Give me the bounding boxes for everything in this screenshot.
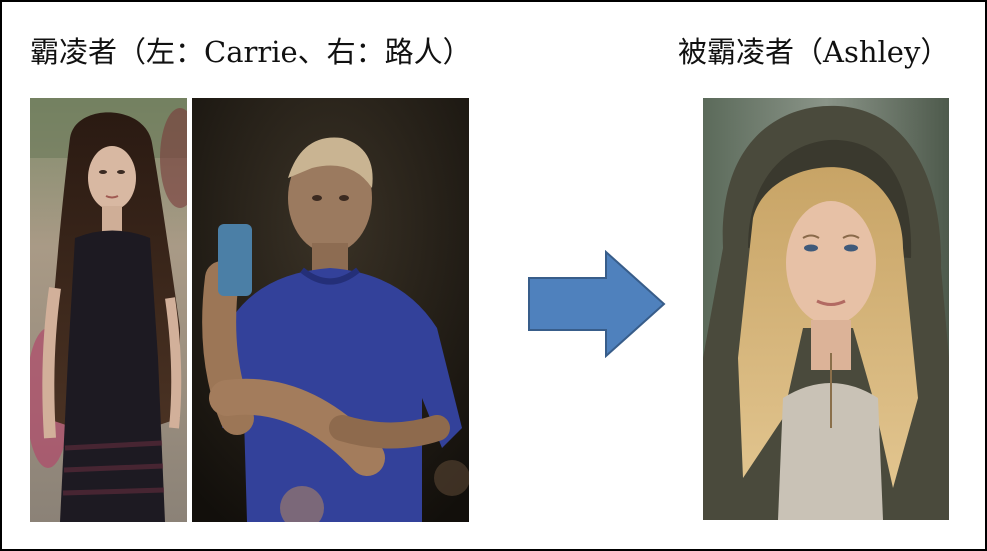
photo-ashley [703, 98, 949, 520]
right-arrow-icon [528, 250, 666, 358]
photo-passerby-image [192, 98, 469, 522]
bullies-heading: 霸凌者（左：Carrie、右：路人） [30, 35, 472, 69]
victim-heading: 被霸凌者（Ashley） [678, 35, 950, 69]
photo-carrie [30, 98, 187, 522]
photo-carrie-image [30, 98, 187, 522]
photo-passerby [192, 98, 469, 522]
photo-ashley-image [703, 98, 949, 520]
